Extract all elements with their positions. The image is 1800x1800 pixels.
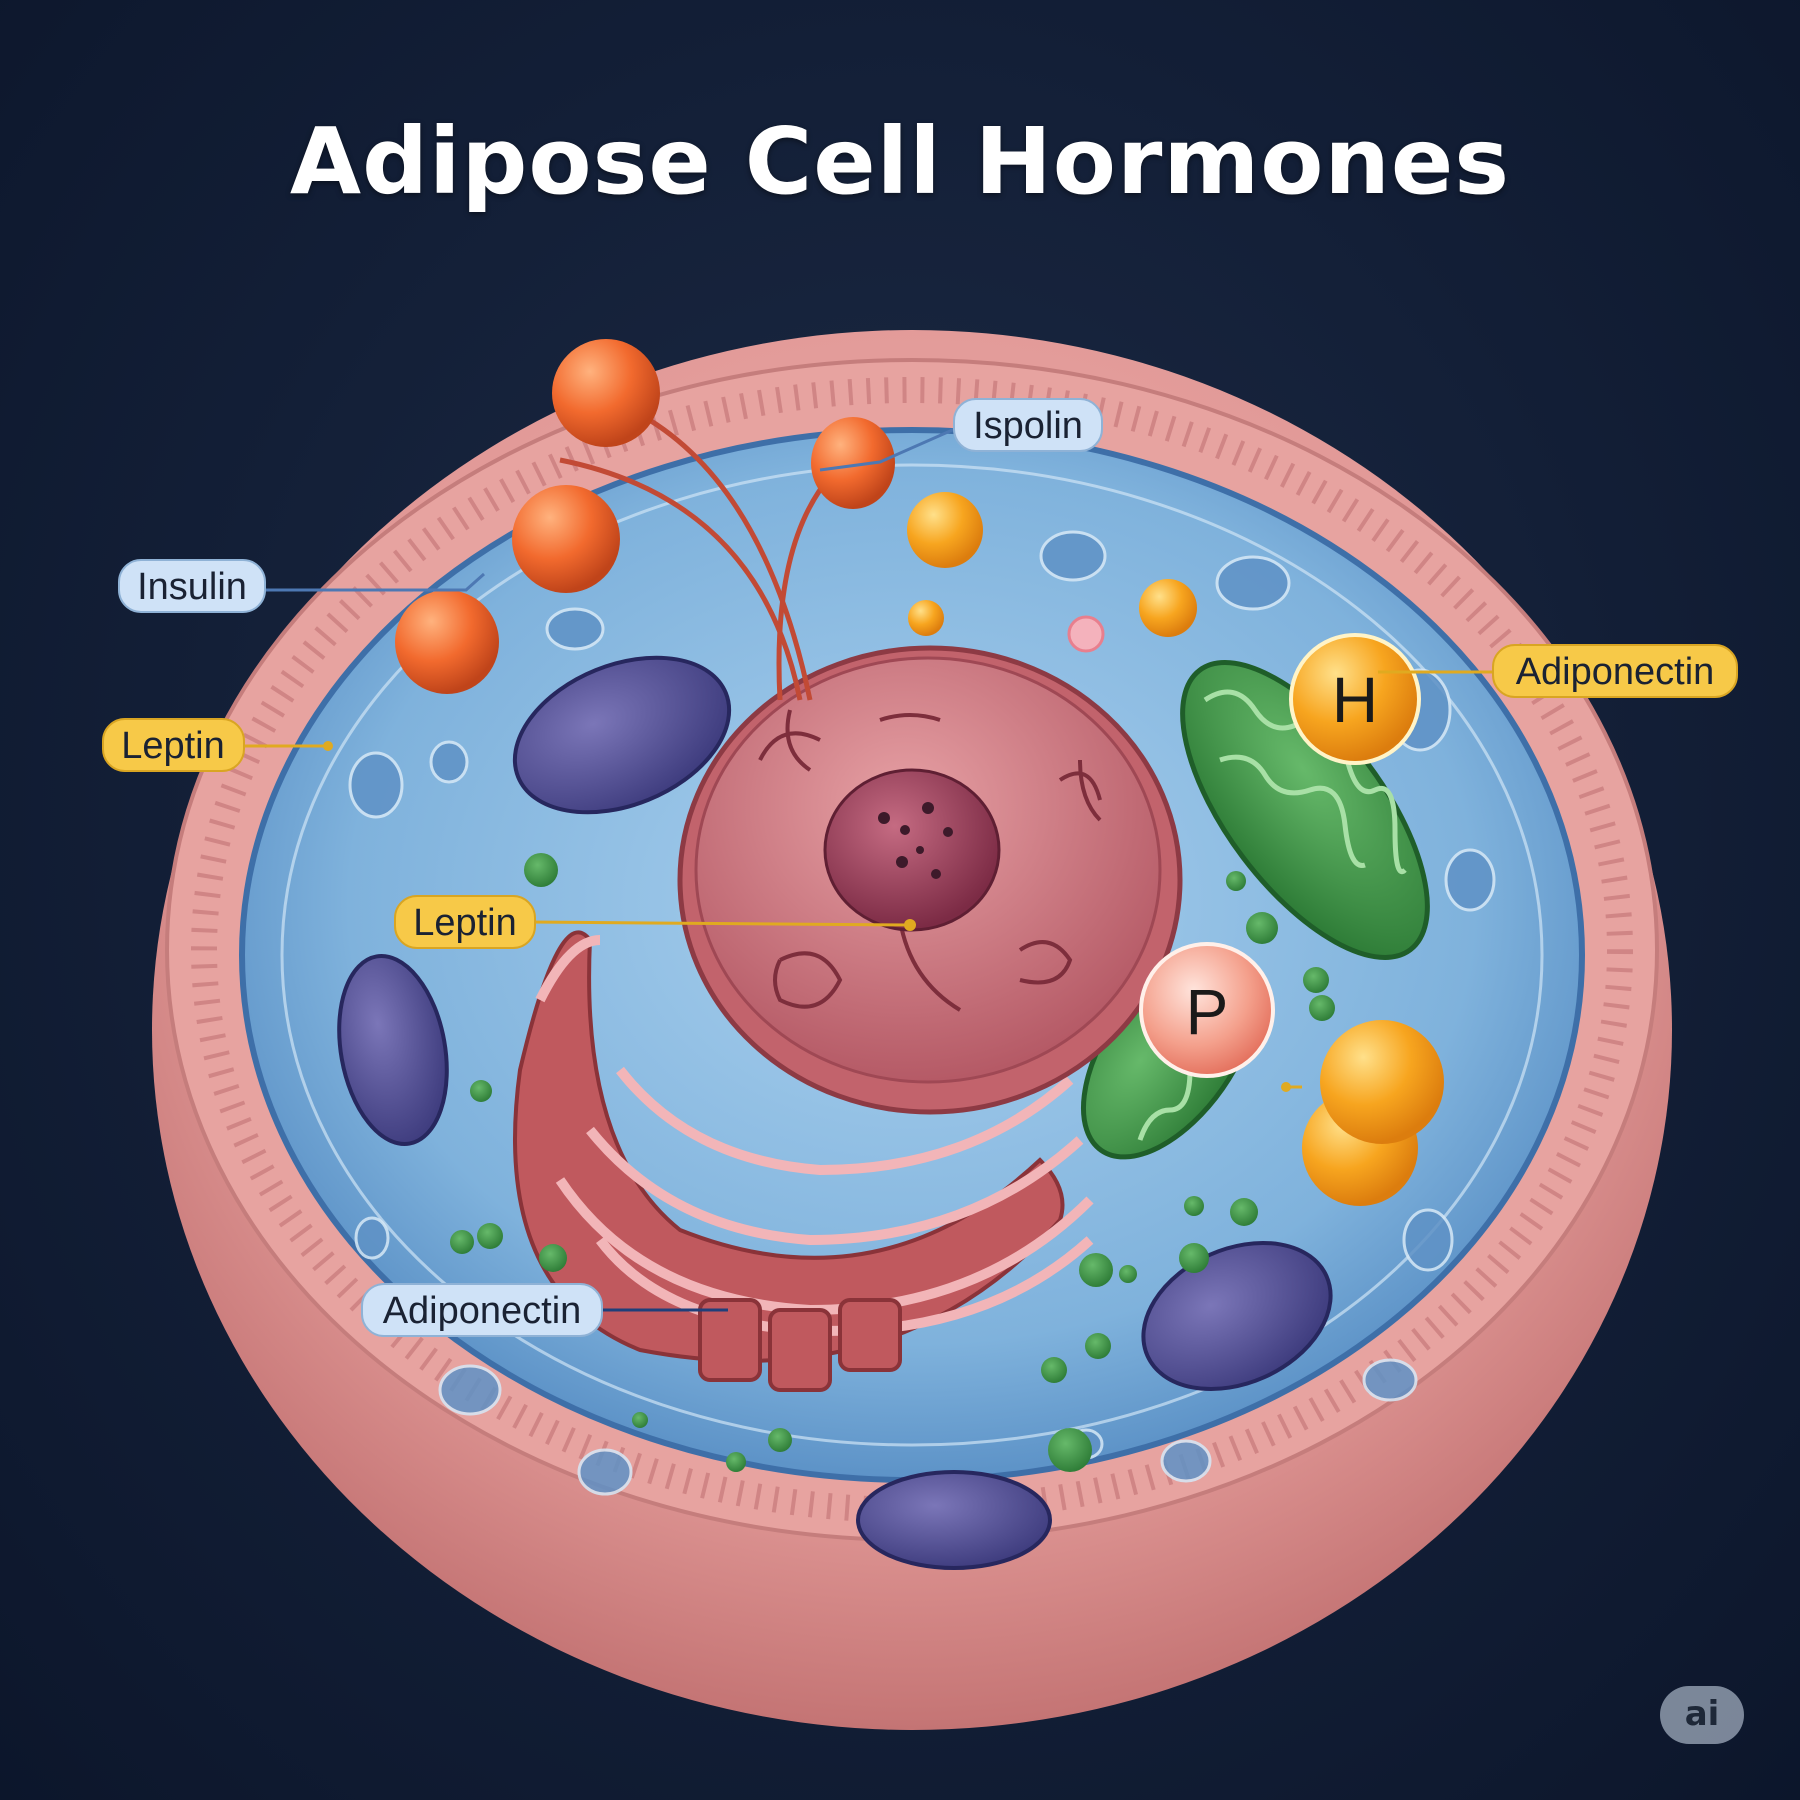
- inner-membrane-line: [280, 463, 1544, 1447]
- label-adiponectin-right: Adiponectin: [1492, 644, 1738, 698]
- hormone-p-sphere: P: [1139, 942, 1275, 1078]
- page-title: Adipose Cell Hormones: [289, 108, 1511, 215]
- purple-vesicles: [337, 655, 1333, 1570]
- orange-vesicles: [395, 339, 895, 694]
- hormone-h-glyph: H: [1332, 664, 1378, 736]
- green-granules: [450, 853, 1335, 1472]
- golgi-apparatus: [513, 930, 1094, 1392]
- nucleus: [677, 645, 1183, 1115]
- label-adiponectin-lower: Adiponectin: [361, 1283, 603, 1337]
- ai-badge: ai: [1660, 1686, 1744, 1744]
- yellow-vesicles: [907, 492, 1444, 1206]
- label-leptin-inner-text: Leptin: [413, 902, 517, 944]
- hormone-p-glyph: P: [1186, 976, 1229, 1048]
- vacuoles: [348, 530, 1496, 1496]
- label-ispolin: Ispolin: [953, 398, 1103, 452]
- label-insulin-text: Insulin: [137, 566, 247, 608]
- membrane-inner-band: [191, 377, 1633, 1523]
- hormone-h-sphere: H: [1289, 633, 1421, 765]
- label-leptin-outer-text: Leptin: [121, 725, 225, 767]
- label-ispolin-text: Ispolin: [973, 405, 1083, 447]
- label-adiponectin-lower-text: Adiponectin: [383, 1290, 582, 1332]
- label-leptin-outer: Leptin: [102, 718, 245, 772]
- label-adiponectin-right-text: Adiponectin: [1516, 651, 1715, 693]
- label-insulin: Insulin: [118, 559, 266, 613]
- label-leptin-inner: Leptin: [394, 895, 536, 949]
